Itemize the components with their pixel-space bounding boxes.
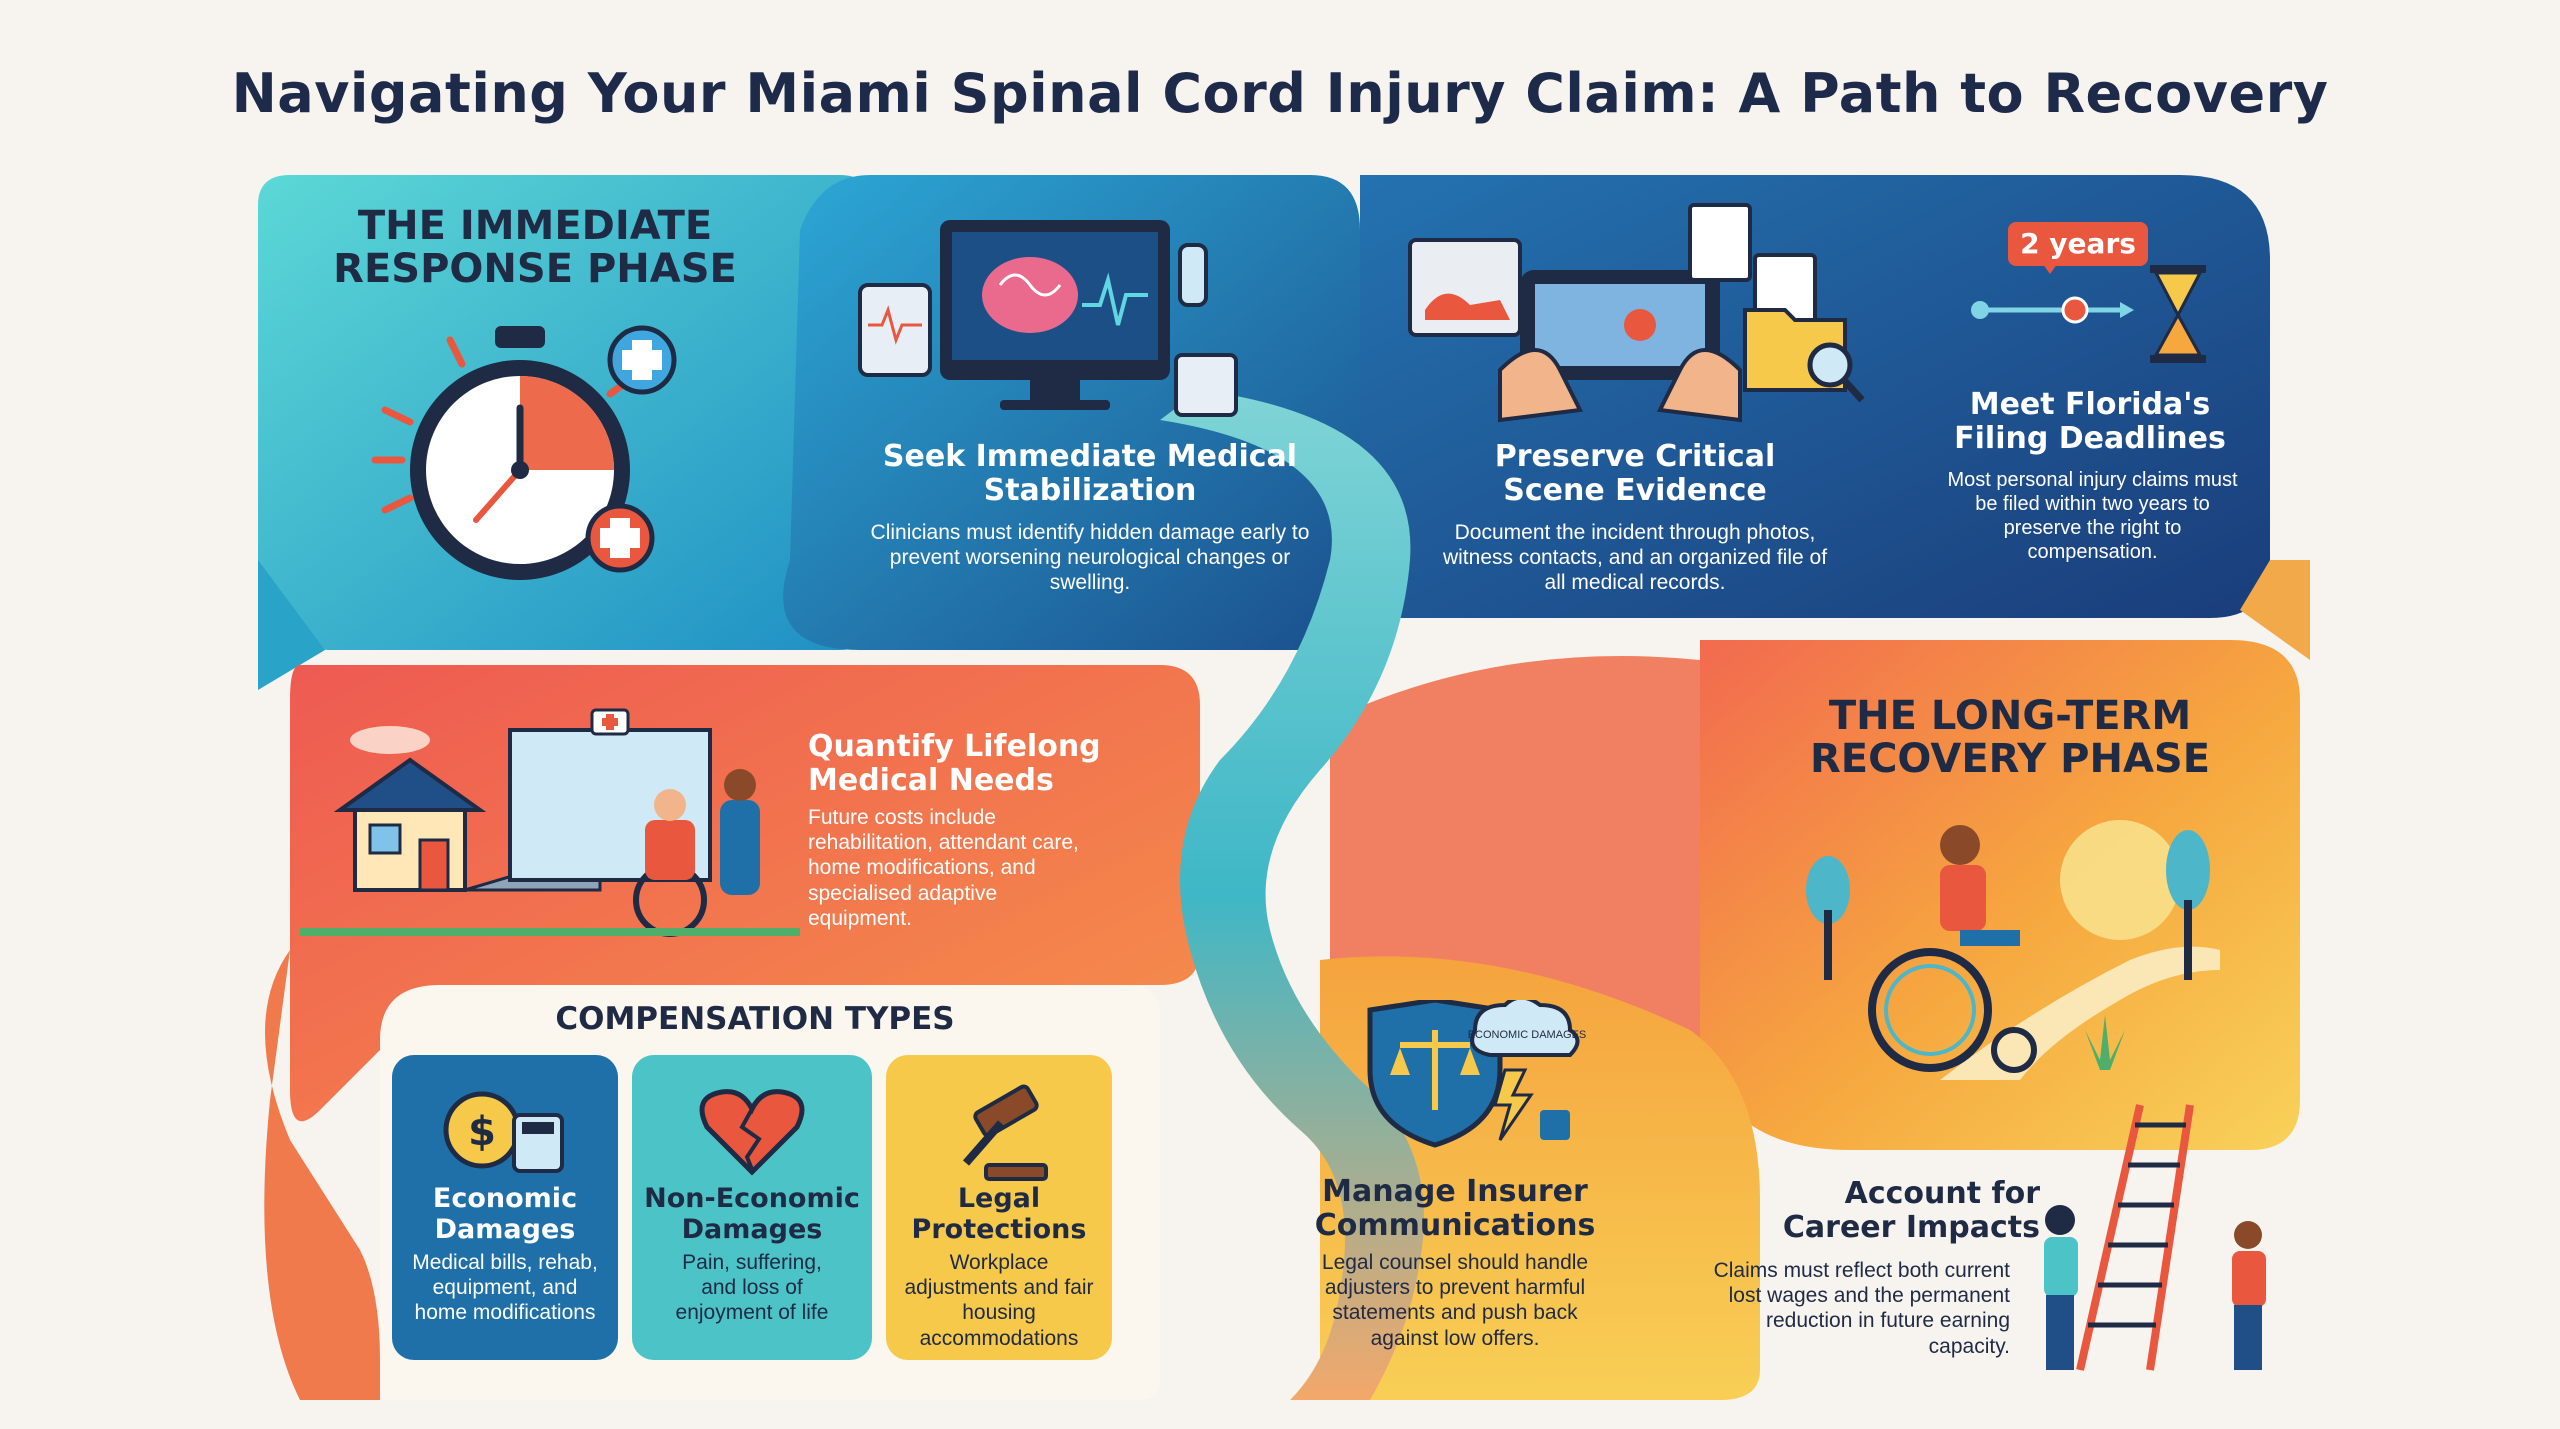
phase-longterm-title: THE LONG-TERM RECOVERY PHASE (1809, 693, 2211, 783)
money-calculator-icon: $ (443, 1091, 564, 1173)
card-non-economic: Non-Economic Damages Pain, suffering, an… (632, 1055, 872, 1360)
step-needs-text: Future costs include rehabilitation, att… (808, 806, 1079, 930)
phase-immediate-title: THE IMMEDIATE RESPONSE PHASE (333, 203, 737, 293)
card-legal: Legal Protections Workplace adjustments … (886, 1055, 1112, 1360)
two-years-badge: 2 years (2008, 222, 2148, 266)
stopwatch-icon (371, 325, 677, 580)
step-deadline-heading: Meet Florida's Filing Deadlines (1954, 387, 2226, 456)
step-insurer-heading: Manage Insurer Communications (1314, 1174, 1596, 1243)
step-career-heading: Account for Career Impacts (1782, 1176, 2040, 1245)
card-legal-text: Workplace adjustments and fair housing a… (904, 1251, 1094, 1350)
home-care-wheelchair-icon (300, 708, 800, 937)
step-career-text: Claims must reflect both current lost wa… (1713, 1259, 2010, 1358)
step-deadline-text: Most personal injury claims must be file… (1947, 469, 2238, 563)
step-medical-heading: Seek Immediate Medical Stabilization (882, 439, 1298, 508)
step-evidence-text: Document the incident through photos, wi… (1442, 521, 1828, 595)
step-evidence-heading: Preserve Critical Scene Evidence (1494, 439, 1776, 508)
step-insurer-text: Legal counsel should handle adjusters to… (1321, 1251, 1589, 1350)
page-title: Navigating Your Miami Spinal Cord Injury… (231, 62, 2329, 125)
svg-text:$: $ (468, 1109, 496, 1155)
card-economic-title: Economic Damages (432, 1183, 578, 1246)
compensation-title: COMPENSATION TYPES (555, 1001, 955, 1037)
step-medical-text: Clinicians must identify hidden damage e… (870, 521, 1310, 595)
card-non-economic-text: Pain, suffering, and loss of enjoyment o… (675, 1251, 829, 1325)
wheelchair-path-icon (1806, 820, 2220, 1080)
broken-heart-icon (699, 1089, 805, 1176)
timeline-hourglass-icon (1971, 260, 2206, 363)
career-ladder-icon (2044, 1104, 2266, 1371)
medical-monitor-icon (858, 220, 1238, 417)
step-needs-heading: Quantify Lifelong Medical Needs (808, 729, 1101, 798)
card-non-economic-title: Non-Economic Damages (644, 1183, 860, 1246)
gavel-icon (962, 1084, 1048, 1181)
card-economic-text: Medical bills, rehab, equipment, and hom… (412, 1251, 598, 1325)
shield-scales-cloud-icon: ECONOMIC DAMAGES (1367, 1000, 1587, 1148)
cloud-label: ECONOMIC DAMAGES (1468, 1029, 1587, 1041)
phone-camera-evidence-icon (1408, 203, 1865, 423)
card-legal-title: Legal Protections (911, 1183, 1087, 1246)
card-economic: $ Economic Damages Medical bills, rehab,… (392, 1055, 618, 1360)
